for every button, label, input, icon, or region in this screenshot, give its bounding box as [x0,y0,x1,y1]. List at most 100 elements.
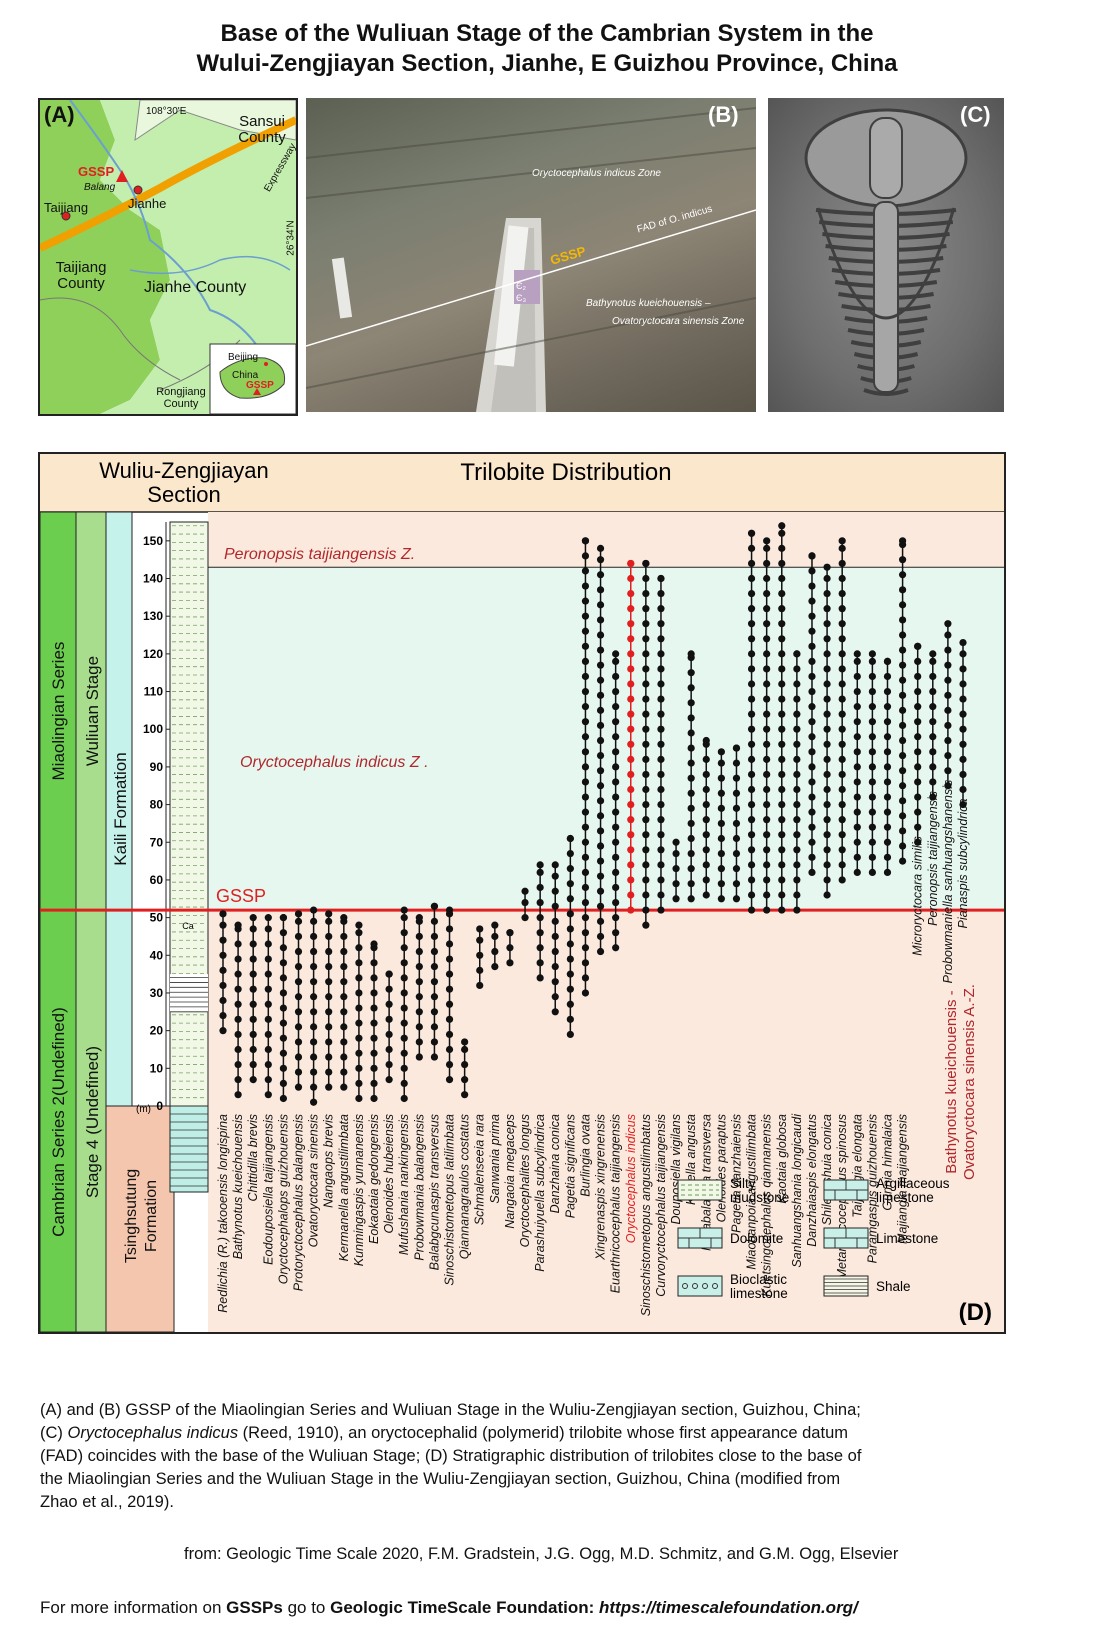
taxon-occurrence-dot [838,725,846,733]
kaili-column [105,511,133,1107]
taxon-occurrence-dot [763,891,771,899]
taxon-occurrence-dot [642,665,650,673]
taxon-occurrence-dot [959,725,967,733]
taxon-occurrence-dot [612,944,620,952]
trilobite-title: Trilobite Distribution [460,459,671,486]
taxon-occurrence-dot [778,755,786,763]
taxon-occurrence-dot [340,962,348,971]
taxon-occurrence-dot [325,1053,333,1061]
taxon-occurrence-dot [551,917,559,925]
taxon-occurrence-dot [581,914,590,922]
taxon-occurrence-dot [370,1034,378,1042]
taxon-occurrence-dot [944,661,952,669]
taxon-occurrence-dot [778,800,786,809]
taxon-occurrence-dot [929,718,937,726]
taxon-occurrence-dot [808,612,816,620]
taxon-occurrence-dot [838,544,846,552]
taxon-occurrence-dot [445,1045,454,1054]
taxon-occurrence-dot [793,846,801,854]
taxon-occurrence-dot [279,1079,288,1087]
taxon-occurrence-dot [536,861,544,869]
ca-label: Ca [182,921,194,931]
taxon-occurrence-dot [717,895,725,903]
taxon-occurrence-dot [219,1011,227,1020]
taxon-occurrence-dot [778,529,786,537]
taxon-occurrence-dot [264,914,272,922]
taxon-occurrence-dot [883,703,892,711]
legend-pattern [712,1283,718,1289]
taxon-occurrence-dot [294,917,303,925]
taxon-name-label: Kunmingaspis yunnanensis [352,1114,366,1266]
taxon-occurrence-dot [778,605,786,613]
jianhe-county-label: Jianhe County [144,279,247,296]
taxon-occurrence-dot [793,906,801,914]
taxon-occurrence-dot [596,812,605,820]
taxon-occurrence-dot [325,1068,333,1076]
taxon-occurrence-dot [808,687,816,696]
taxon-occurrence-dot [868,763,876,771]
y-tick-label: 30 [150,986,164,1000]
taxon-occurrence-dot [566,1030,574,1039]
taxon-occurrence-dot [294,993,303,1001]
section-title-1: Wuliu-Zengjiayan [99,458,269,483]
taxon-occurrence-dot [763,906,771,914]
taxon-occurrence-dot [838,785,846,794]
taxon-occurrence-dot [702,736,710,745]
taxon-occurrence-dot [793,740,801,748]
taxon-name-label: Qiannanagraulos costatus [458,1114,472,1259]
taxon-occurrence-dot [581,793,590,801]
taxon-occurrence-dot [415,1053,423,1061]
taxon-occurrence-dot [838,816,846,824]
taxon-occurrence-dot [551,887,559,895]
y-tick-label: 10 [150,1061,164,1075]
taxon-occurrence-dot [808,853,816,861]
taxon-occurrence-dot [521,914,529,922]
taxon-occurrence-dot [778,680,786,688]
gssp-triangle-icon [116,170,128,182]
taxon-occurrence-dot [853,657,861,666]
taxon-occurrence-dot [883,823,892,831]
taxon-occurrence-dot [808,823,816,831]
taxon-occurrence-dot [385,1000,393,1008]
taxon-occurrence-dot [219,966,227,974]
foundation-url-link[interactable]: https://timescalefoundation.org/ [594,1598,858,1617]
taxon-occurrence-dot [838,770,846,779]
taxon-occurrence-dot [612,914,620,922]
taxon-occurrence-dot [898,752,907,760]
taxon-occurrence-dot [627,831,635,839]
taxon-occurrence-dot [763,755,771,763]
legend-label-limestone: Limestone [876,1231,938,1246]
taxon-occurrence-dot [823,861,831,869]
taxon-occurrence-dot [581,642,590,650]
taxon-occurrence-dot [883,657,892,666]
taxon-occurrence-dot [929,748,937,756]
taxon-occurrence-dot [506,929,514,937]
taxon-occurrence-dot [264,940,272,948]
taxon-occurrence-dot [657,725,665,733]
taxon-occurrence-dot [657,680,665,688]
taxon-occurrence-dot [883,718,892,726]
taxon-occurrence-dot [430,902,439,910]
taxon-occurrence-dot [325,1008,333,1016]
taxon-occurrence-dot [264,1076,272,1084]
series2-label: Cambrian Series 2(Undefined) [49,1007,68,1237]
taxon-occurrence-dot [596,767,605,775]
taxon-occurrence-dot [325,1023,333,1031]
taxon-occurrence-dot [551,932,559,941]
taxon-occurrence-dot [355,1004,363,1012]
taxon-occurrence-dot [400,989,408,997]
taxon-occurrence-dot [400,1079,408,1087]
taxon-name-label: Pianaspis subcylindrica [956,799,970,929]
taxon-occurrence-dot [612,853,620,861]
taxon-occurrence-dot [657,800,665,809]
taxon-occurrence-dot [581,597,590,605]
y-tick-label: 120 [143,647,163,661]
y-tick-label: 70 [150,835,164,849]
taxon-occurrence-dot [566,970,574,978]
taxon-occurrence-dot [612,650,620,658]
taxon-occurrence-dot [310,1053,318,1061]
taxon-occurrence-dot [596,616,605,624]
taxon-occurrence-dot [566,940,574,948]
taxon-occurrence-dot [823,846,831,854]
taxon-occurrence-dot [702,800,710,809]
